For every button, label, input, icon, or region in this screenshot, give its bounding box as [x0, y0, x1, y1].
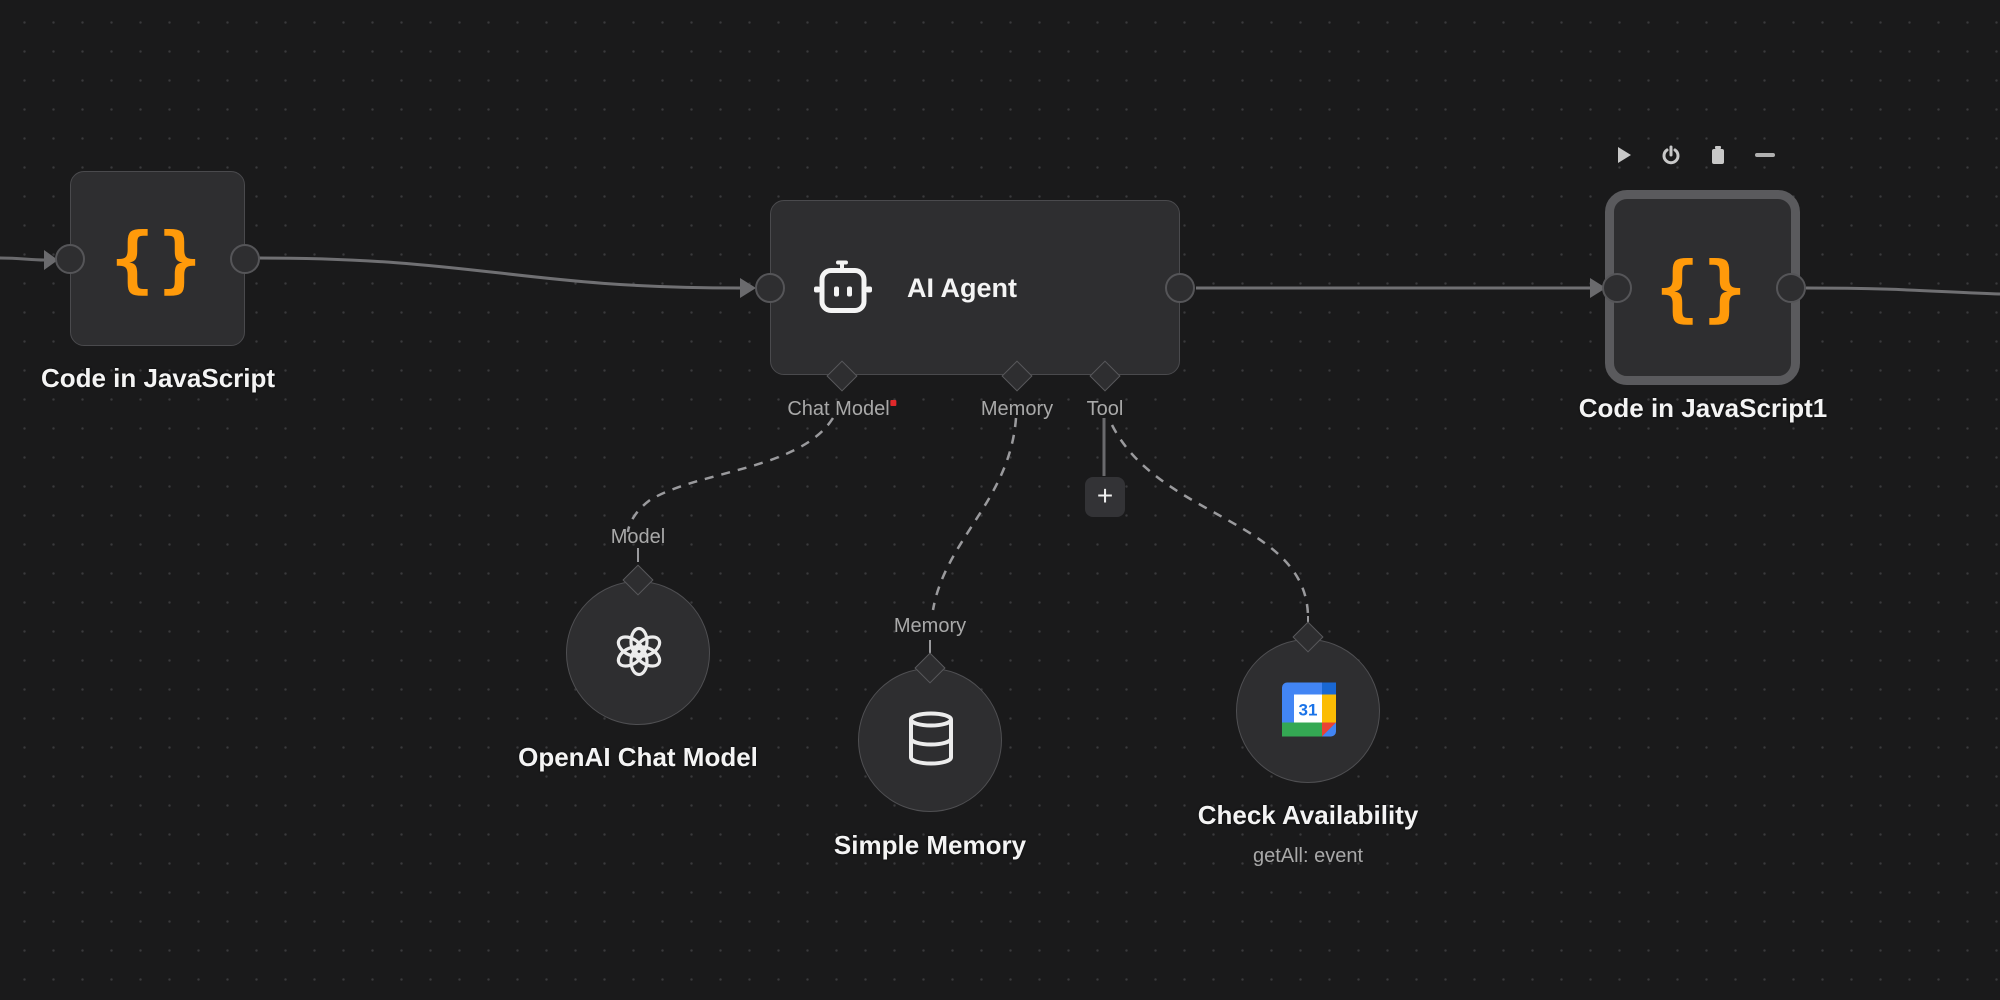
deactivate-button[interactable] [1647, 140, 1694, 170]
node-label-openai-chat-model: OpenAI Chat Model [518, 742, 758, 772]
more-options-button[interactable] [1741, 140, 1788, 170]
agent-output-handle[interactable] [1165, 273, 1195, 303]
code2-input-handle[interactable] [1602, 273, 1632, 303]
power-icon [1662, 145, 1679, 165]
code1-input-handle[interactable] [55, 244, 85, 274]
curly-braces-icon: {} [110, 217, 206, 301]
database-icon [906, 711, 956, 772]
code2-output-handle[interactable] [1776, 273, 1806, 303]
openai-icon [611, 624, 667, 685]
connection-memory [931, 417, 1018, 611]
model-input-label: Model [610, 526, 666, 548]
trash-icon [1711, 146, 1724, 164]
google-calendar-icon: 31 [1282, 682, 1336, 742]
robot-icon [810, 259, 876, 320]
node-label-code-in-javascript1: Code in JavaScript1 [1578, 393, 1828, 423]
add-tool-button[interactable]: + [1085, 477, 1125, 517]
connection-outgoing [1805, 286, 2000, 296]
required-indicator [890, 400, 897, 406]
ai-agent-title: AI Agent [907, 273, 1017, 303]
memory-input-label: Memory [893, 615, 967, 637]
node-code-in-javascript1[interactable]: {} [1605, 190, 1800, 385]
chat-model-text: Chat Model [787, 398, 890, 420]
ellipsis-icon [1754, 153, 1775, 157]
node-label-simple-memory: Simple Memory [833, 830, 1027, 860]
memory-port-label: Memory [980, 398, 1054, 420]
code1-output-handle[interactable] [230, 244, 260, 274]
connection-chat-model [626, 417, 835, 533]
curly-braces-icon: {} [1655, 246, 1751, 330]
node-toolbar [1600, 140, 1788, 170]
svg-text:31: 31 [1299, 701, 1318, 720]
delete-button[interactable] [1694, 140, 1741, 170]
chat-model-port-label: Chat Model [787, 398, 897, 421]
play-icon [1617, 147, 1631, 163]
node-check-availability[interactable]: 31 [1236, 639, 1380, 783]
node-ai-agent[interactable]: AI Agent [770, 200, 1180, 375]
node-openai-chat-model[interactable] [566, 581, 710, 725]
node-simple-memory[interactable] [858, 668, 1002, 812]
connection-code1-agent [257, 256, 741, 290]
node-label-check-availability: Check Availability [1197, 800, 1419, 830]
node-code-in-javascript[interactable]: {} [70, 171, 245, 346]
connection-incoming [0, 256, 45, 262]
tool-port-label: Tool [1086, 398, 1124, 420]
connection-tool [1110, 424, 1310, 621]
execute-step-button[interactable] [1600, 140, 1647, 170]
node-label-code-in-javascript: Code in JavaScript [40, 363, 276, 393]
node-sublabel-check-availability: getAll: event [1252, 845, 1364, 867]
agent-input-handle[interactable] [755, 273, 785, 303]
